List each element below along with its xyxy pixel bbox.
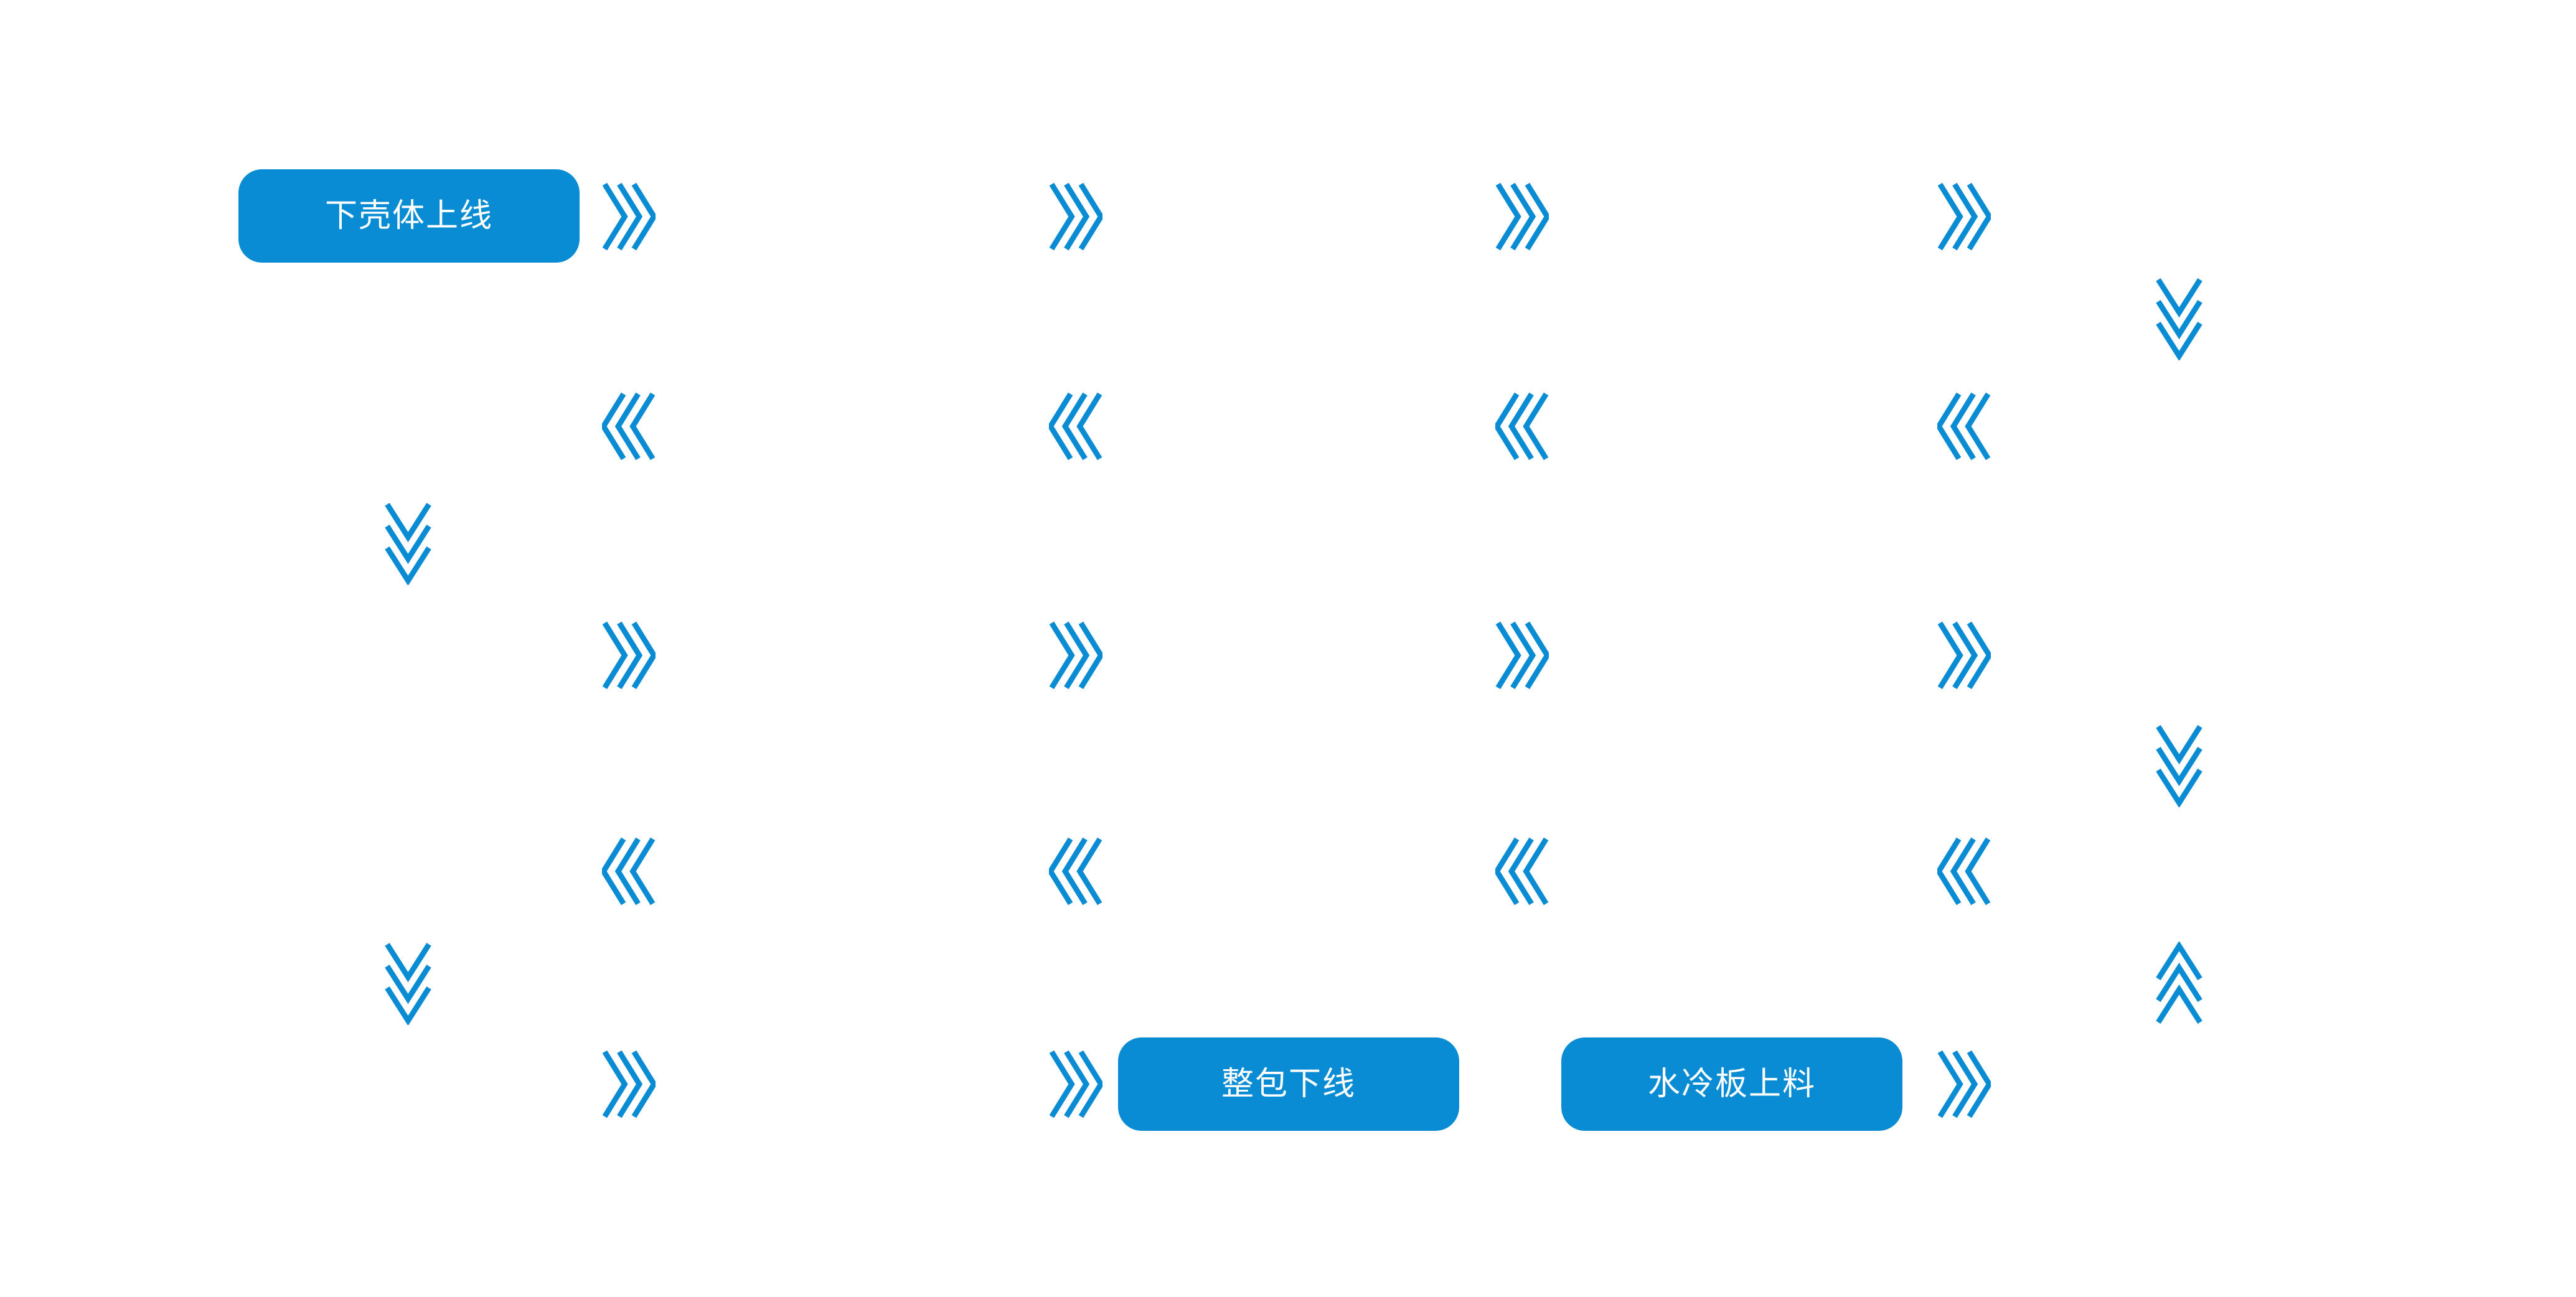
chevron-right-icon	[1937, 1050, 1991, 1118]
chevron-right-icon	[1495, 621, 1549, 690]
chevron-right-icon	[602, 621, 656, 690]
chevron-left-icon	[1049, 392, 1102, 461]
node-label: 下壳体上线	[324, 198, 493, 234]
chevron-down-icon	[2155, 725, 2202, 807]
chevron-right-icon	[1937, 621, 1991, 690]
node-label: 水冷板上料	[1647, 1066, 1816, 1102]
chevron-right-icon	[602, 182, 656, 251]
chevron-left-icon	[1495, 392, 1549, 461]
chevron-down-icon	[384, 503, 431, 585]
chevron-up-icon	[2155, 942, 2202, 1024]
chevron-right-icon	[1495, 182, 1549, 251]
node-lower-shell-online[interactable]: 下壳体上线	[238, 169, 580, 263]
chevron-down-icon	[384, 943, 431, 1025]
chevron-left-icon	[602, 837, 656, 906]
chevron-left-icon	[602, 392, 656, 461]
node-label: 整包下线	[1221, 1066, 1356, 1102]
chevron-right-icon	[1049, 621, 1102, 690]
chevron-right-icon	[602, 1050, 656, 1118]
chevron-left-icon	[1937, 837, 1991, 906]
chevron-left-icon	[1937, 392, 1991, 461]
chevron-left-icon	[1495, 837, 1549, 906]
chevron-right-icon	[1049, 182, 1102, 251]
chevron-left-icon	[1049, 837, 1102, 906]
chevron-right-icon	[1937, 182, 1991, 251]
chevron-down-icon	[2155, 278, 2202, 360]
chevron-right-icon	[1049, 1050, 1102, 1118]
node-water-cooling-plate-loading[interactable]: 水冷板上料	[1561, 1037, 1902, 1131]
node-pack-offline[interactable]: 整包下线	[1118, 1037, 1459, 1131]
